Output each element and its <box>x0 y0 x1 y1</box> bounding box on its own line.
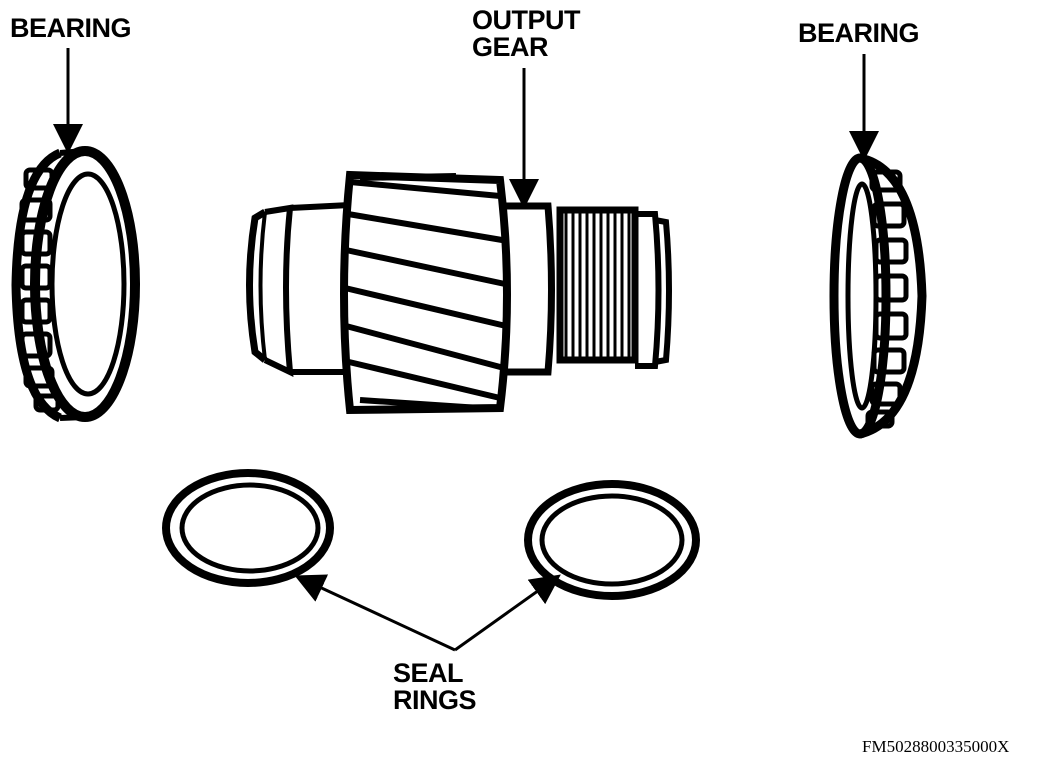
right-bearing <box>829 153 927 439</box>
seal-rings-line1: SEAL <box>393 658 464 688</box>
left-bearing <box>11 146 140 423</box>
label-seal-rings: SEAL RINGS <box>393 658 477 715</box>
figure-code: FM5028800335000X <box>862 737 1010 756</box>
arrow-seal-left <box>294 574 456 652</box>
label-bearing-right: BEARING <box>798 18 920 48</box>
label-bearing-left: BEARING <box>10 13 132 43</box>
output-gear-line1: OUTPUT <box>472 5 581 35</box>
output-gear <box>246 170 672 415</box>
leader-arrows <box>53 48 879 652</box>
output-gear-line2: GEAR <box>472 32 549 62</box>
label-output-gear: OUTPUT GEAR <box>472 5 581 62</box>
arrow-seal-right <box>454 574 561 652</box>
seal-rings-line2: RINGS <box>393 685 477 715</box>
seal-rings <box>162 469 700 600</box>
bearing-left-text: BEARING <box>10 13 132 43</box>
bearing-right-text: BEARING <box>798 18 920 48</box>
